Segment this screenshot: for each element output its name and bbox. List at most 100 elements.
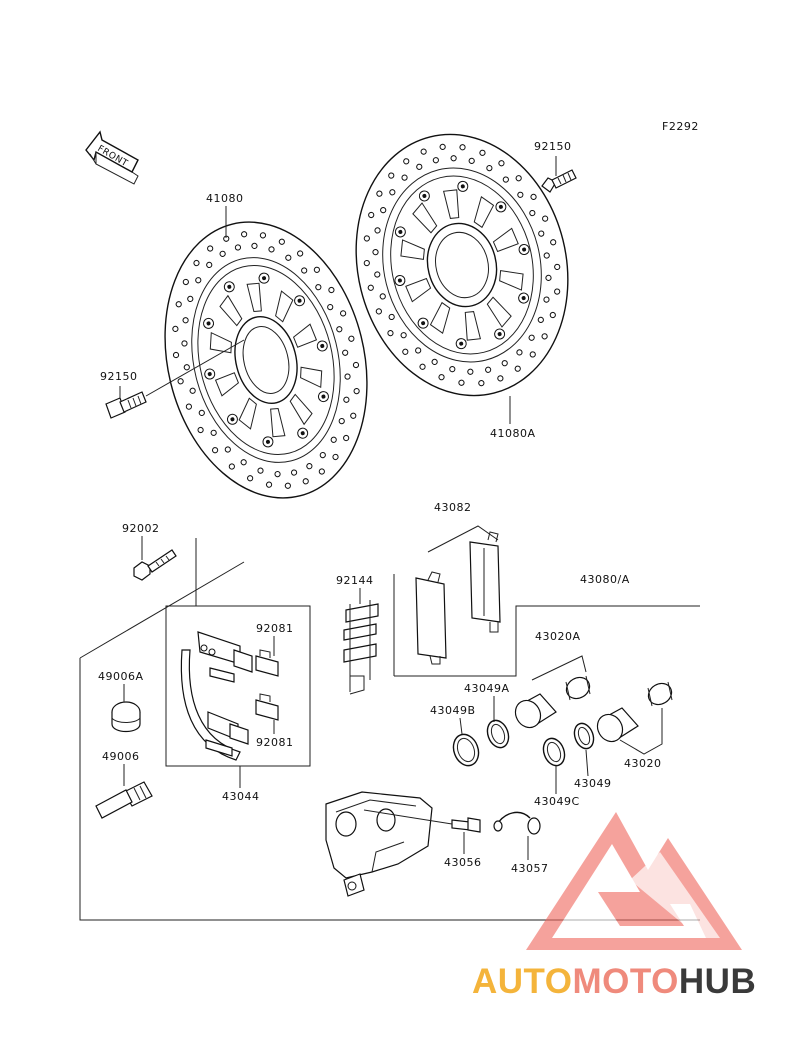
- disc-spoke-slot: [300, 366, 323, 389]
- label-43020a: 43020A: [535, 630, 581, 643]
- label-43082: 43082: [434, 501, 472, 514]
- disc-drill-hole: [543, 296, 550, 303]
- disc-spoke-slot: [289, 393, 313, 426]
- disc-drill-hole: [318, 468, 325, 475]
- disc-rivet-center: [421, 321, 426, 326]
- disc-drill-hole: [479, 149, 486, 156]
- watermark-hub: HUB: [678, 962, 757, 1001]
- disc-rivet-center: [300, 431, 305, 436]
- disc-rivet-center: [207, 372, 212, 377]
- label-41080: 41080: [206, 192, 244, 205]
- disc-spoke-slot: [275, 290, 294, 323]
- piston-43020a-a: [514, 693, 557, 729]
- caliper-bracket: [180, 631, 253, 761]
- disc-drill-hole: [224, 446, 231, 453]
- disc-spoke-slot: [219, 294, 243, 327]
- watermark-wordmark: AUTOMOTOHUB: [472, 962, 756, 1002]
- disc-rivet-center: [230, 417, 235, 422]
- cap-43057: [493, 811, 541, 835]
- disc-drill-hole: [549, 311, 556, 319]
- disc-drill-hole: [193, 259, 200, 267]
- label-43080a: 43080/A: [580, 573, 630, 586]
- disc-spoke-slot: [209, 331, 232, 354]
- disc-drill-hole: [502, 176, 509, 183]
- brake-pad-front: [415, 571, 447, 665]
- disc-drill-hole: [550, 239, 557, 246]
- disc-rivet-center: [521, 296, 526, 301]
- disc-drill-hole: [352, 361, 360, 369]
- disc-rivet-center: [227, 284, 232, 289]
- disc-drill-hole: [402, 348, 409, 355]
- disc-drill-hole: [374, 271, 381, 278]
- disc-rivet-center: [397, 278, 402, 283]
- disc-drill-hole: [197, 426, 204, 434]
- disc-drill-hole: [340, 310, 347, 317]
- piston-cap-43020a: [565, 675, 591, 701]
- disc-drill-hole: [181, 340, 188, 347]
- disc-drill-hole: [485, 366, 492, 373]
- disc-spoke-slot: [492, 227, 519, 253]
- disc-drill-hole: [387, 330, 394, 337]
- label-43049b: 43049B: [430, 704, 476, 717]
- watermark-moto: MOTO: [572, 962, 679, 1001]
- label-92081-bottom: 92081: [256, 736, 294, 749]
- disc-drill-hole: [450, 155, 457, 162]
- disc-rivet-center: [321, 394, 326, 399]
- disc-drill-hole: [419, 363, 426, 370]
- pad-spring-bottom: [255, 693, 279, 721]
- disc-drill-hole: [265, 481, 273, 488]
- disc-drill-hole: [401, 174, 408, 181]
- disc-spoke-slot: [246, 282, 262, 313]
- disc-drill-hole: [350, 412, 357, 419]
- label-43049a: 43049A: [464, 682, 510, 695]
- disc-rivet-center: [459, 341, 464, 346]
- label-43049c: 43049C: [534, 795, 580, 808]
- disc-drill-hole: [274, 470, 281, 478]
- disc-drill-hole: [375, 308, 382, 315]
- bleeder-43056: [451, 817, 481, 833]
- disc-rivet-center: [522, 247, 527, 252]
- disc-drill-hole: [389, 189, 396, 196]
- disc-drill-hole: [172, 325, 179, 332]
- label-49006a: 49006A: [98, 670, 144, 683]
- disc-rivet-center: [320, 343, 325, 348]
- disc-drill-hole: [545, 274, 552, 281]
- label-92150-left: 92150: [100, 370, 138, 383]
- disc-spoke-slot: [442, 189, 460, 219]
- disc-spoke-slot: [486, 296, 512, 328]
- disc-drill-hole: [554, 263, 561, 271]
- disc-drill-hole: [343, 434, 350, 442]
- disc-drill-hole: [517, 191, 524, 198]
- disc-drill-hole: [348, 335, 355, 342]
- disc-drill-hole: [332, 453, 339, 461]
- disc-drill-hole: [336, 326, 343, 333]
- watermark-auto: AUTO: [472, 962, 573, 1001]
- disc-drill-hole: [172, 351, 180, 359]
- disc-drill-hole: [278, 238, 285, 245]
- disc-drill-hole: [198, 409, 205, 417]
- bolt-92150-left: [105, 391, 147, 419]
- disc-drill-hole: [388, 313, 395, 321]
- disc-drill-hole: [330, 436, 337, 443]
- disc-drill-hole: [529, 209, 536, 217]
- disc-drill-hole: [380, 207, 387, 214]
- disc-drill-hole: [416, 163, 423, 170]
- label-43020: 43020: [624, 757, 662, 770]
- label-41080a: 41080A: [490, 427, 536, 440]
- disc-drill-hole: [259, 232, 267, 239]
- disc-drill-hole: [459, 144, 466, 151]
- disc-drill-hole: [379, 293, 386, 300]
- disc-drill-hole: [467, 368, 474, 375]
- boot-49006a: [111, 701, 141, 733]
- disc-drill-hole: [458, 379, 465, 386]
- disc-drill-hole: [301, 267, 308, 274]
- disc-drill-hole: [177, 378, 184, 385]
- brake-disc-left: [164, 221, 368, 499]
- disc-spoke-slot: [400, 239, 425, 260]
- disc-spoke-slot: [292, 323, 318, 348]
- disc-spoke-slot: [429, 301, 451, 335]
- disc-drill-hole: [290, 469, 298, 476]
- label-43044: 43044: [222, 790, 260, 803]
- disc-drill-hole: [530, 193, 537, 200]
- disc-drill-hole: [319, 451, 326, 459]
